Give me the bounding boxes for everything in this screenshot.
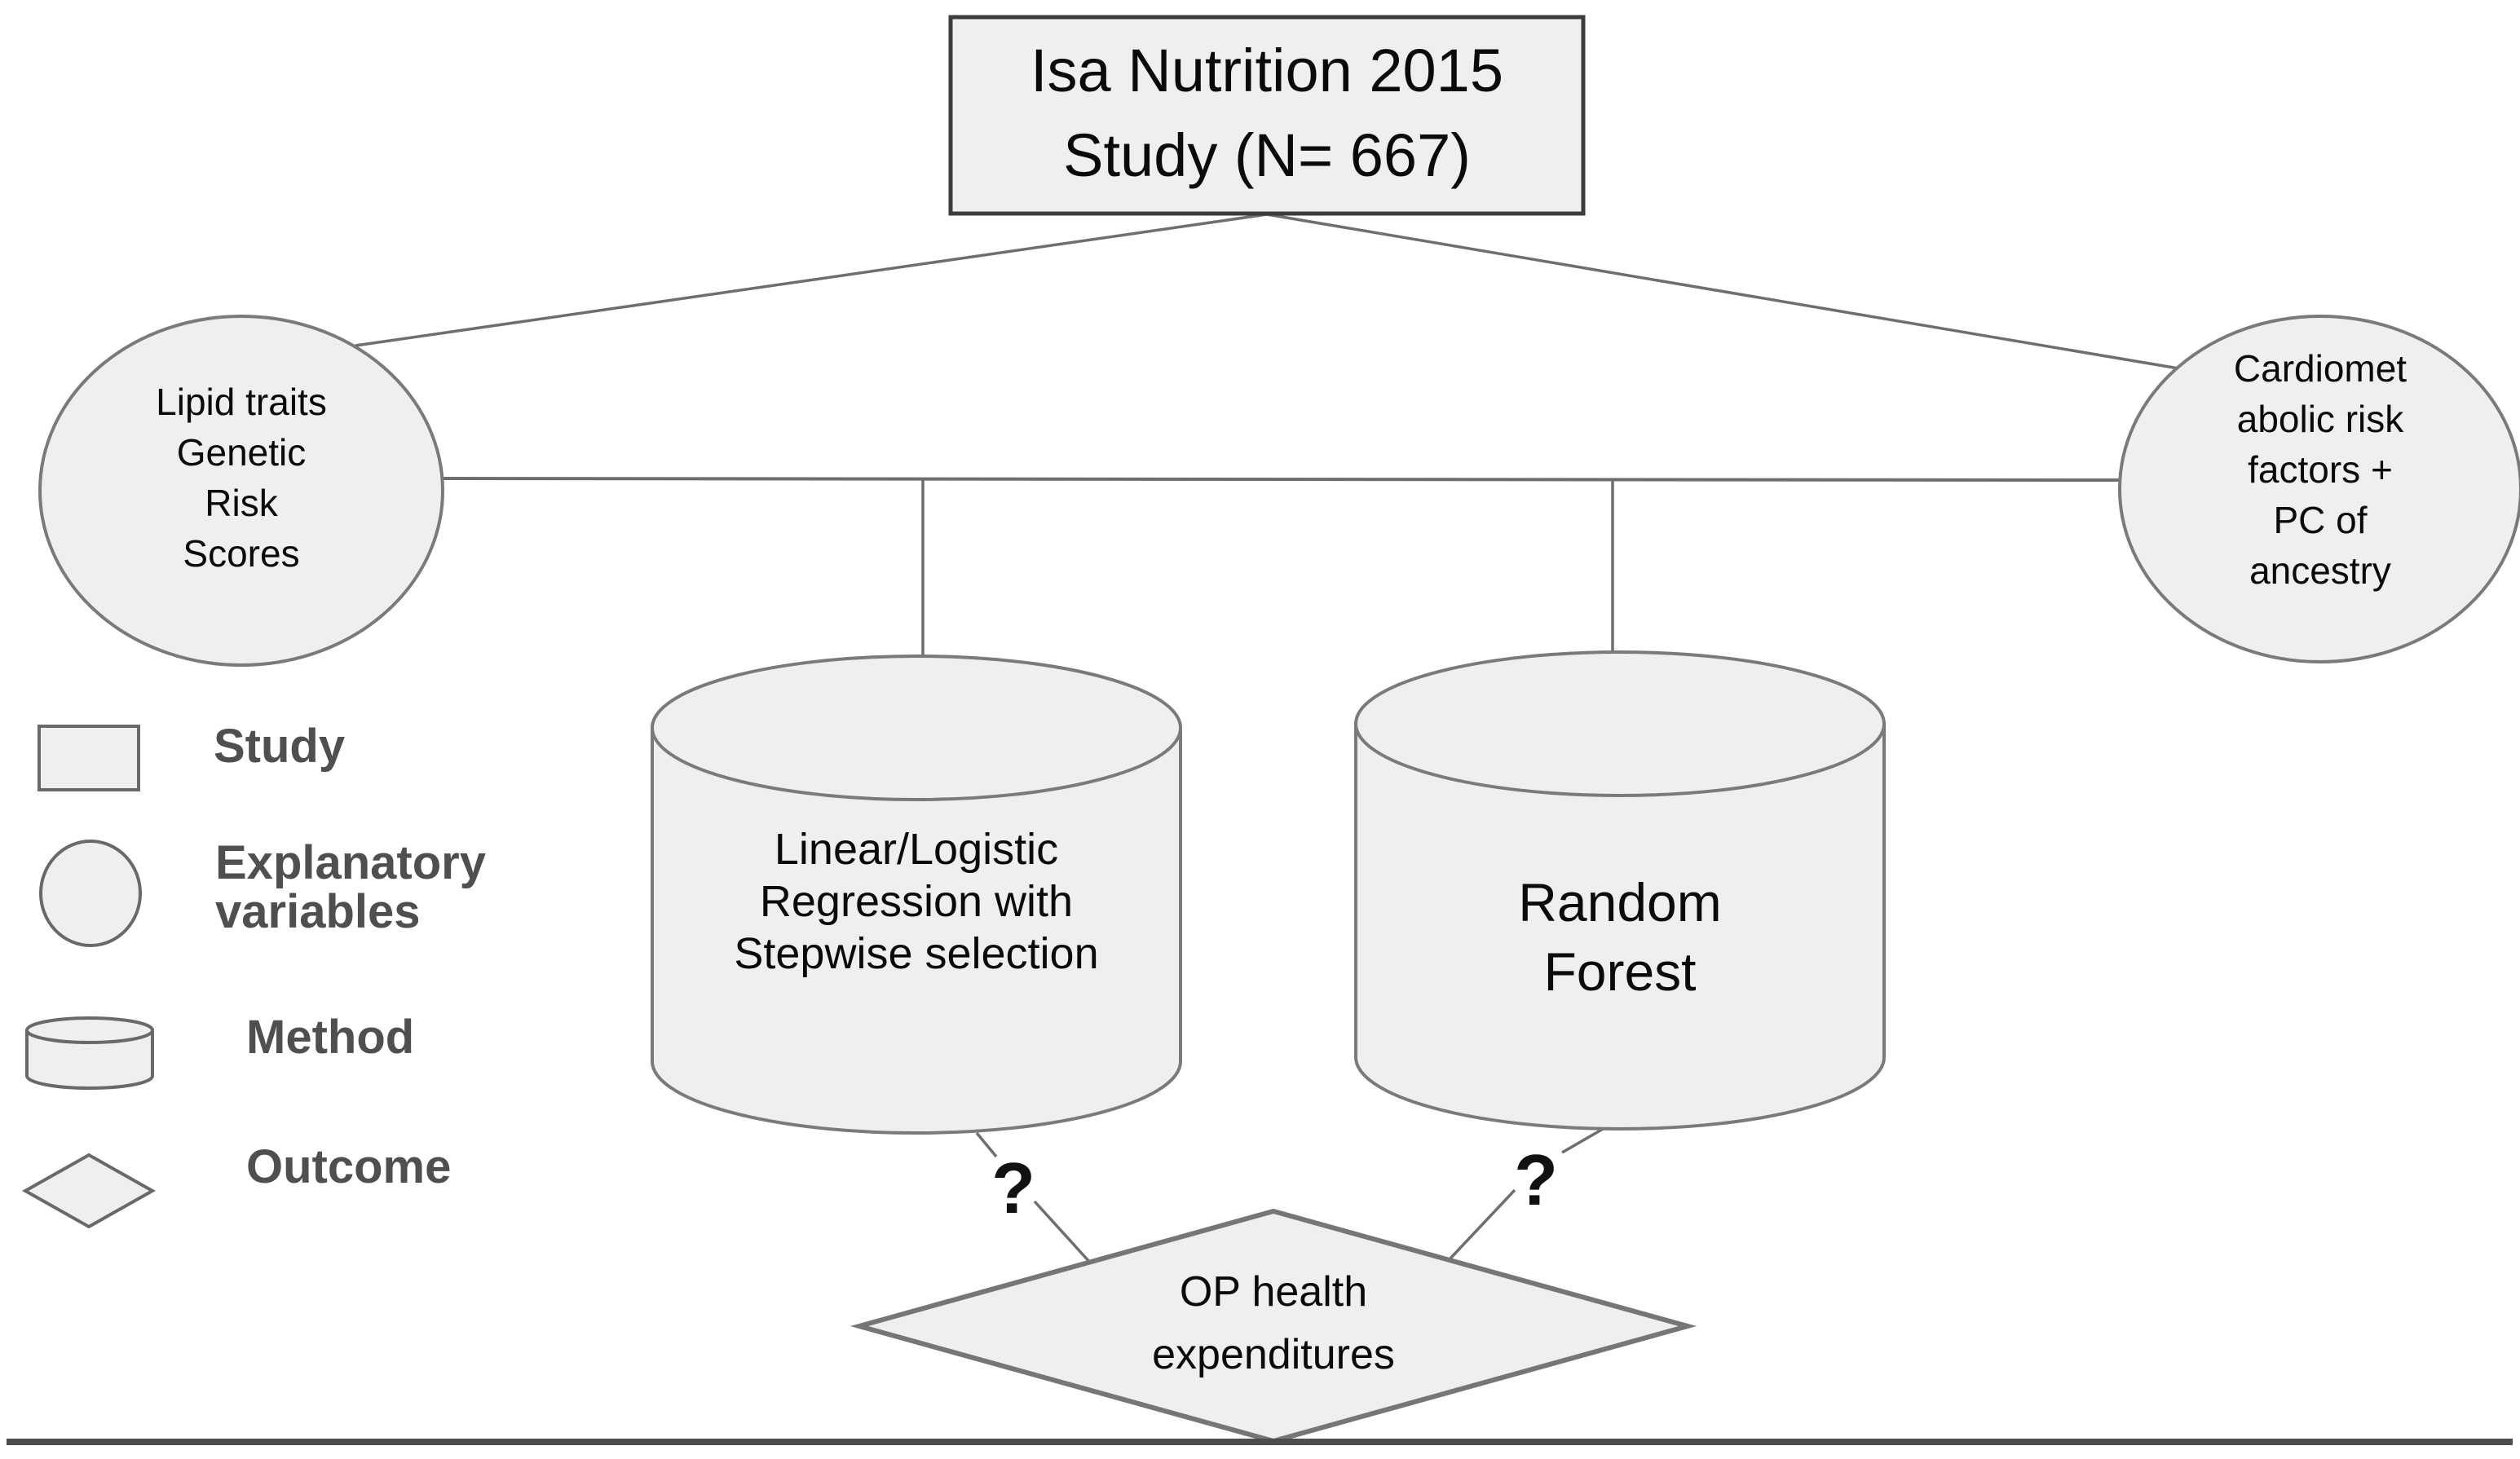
legend-method-label: Method: [246, 1011, 414, 1064]
legend-study-rectangle-icon: [38, 725, 140, 791]
legend-explanatory-label-line1: Explanatory: [215, 836, 486, 889]
left-circle-label-line2: Genetic: [177, 431, 307, 474]
edge-main-horizontal: [441, 477, 2121, 482]
random-forest-cylinder-top: [1354, 650, 1886, 797]
study-box-label-line2: Study (N= 667): [1063, 121, 1471, 189]
regression-cylinder-body: [651, 726, 1182, 1135]
legend-explanatory-label-line2: variables: [215, 885, 421, 938]
random-forest-label-line1: Random: [1518, 872, 1721, 932]
legend-method-cylinder-icon-body: [25, 1029, 154, 1090]
edge-box-to-left-circle: [355, 213, 1268, 347]
left-question-mark: ?: [991, 1148, 1035, 1228]
legend-study-label: Study: [214, 720, 345, 773]
legend-outcome-diamond-icon: [21, 1153, 157, 1229]
right-circle-label-line1: Cardiomet: [2234, 347, 2407, 390]
right-circle-label-line2: abolic risk: [2237, 398, 2405, 440]
outcome-diamond-label-line2: expenditures: [1152, 1331, 1395, 1378]
legend-outcome-label: Outcome: [246, 1140, 451, 1193]
regression-cylinder-label-line1: Linear/Logistic: [775, 825, 1058, 874]
outcome-diamond: [850, 1208, 1697, 1444]
right-question-mark: ?: [1514, 1139, 1558, 1220]
right-circle-label-line4: PC of: [2273, 499, 2367, 541]
right-explanatory-circle: [2118, 315, 2520, 663]
legend-method-cylinder-icon-top: [25, 1016, 154, 1044]
edge-random-forest-to-diamond-upper: [1561, 1126, 1605, 1154]
edge-random-forest-to-diamond-lower: [1447, 1188, 1516, 1262]
study-box-label-line1: Isa Nutrition 2015: [1031, 37, 1503, 104]
left-circle-label-line4: Scores: [183, 532, 299, 575]
right-circle-label-line5: ancestry: [2249, 549, 2391, 592]
random-forest-cylinder-body: [1354, 722, 1886, 1131]
random-forest-label-line2: Forest: [1543, 941, 1696, 1002]
regression-cylinder-label-line2: Regression with: [760, 877, 1073, 926]
outcome-diamond-label-line1: OP health: [1180, 1268, 1367, 1316]
edge-regression-to-diamond-lower: [1033, 1200, 1092, 1265]
regression-cylinder-top: [651, 655, 1182, 801]
edge-regression-to-diamond-upper: [975, 1131, 998, 1158]
left-circle-label-line3: Risk: [205, 482, 278, 524]
right-circle-label-line3: factors +: [2248, 448, 2393, 491]
left-explanatory-circle: [38, 315, 444, 667]
edge-box-to-right-circle: [1266, 213, 2179, 370]
study-box: [948, 15, 1586, 216]
legend-explanatory-circle-icon: [39, 840, 142, 947]
left-circle-label-line1: Lipid traits: [156, 381, 327, 423]
regression-cylinder-label-line3: Stepwise selection: [734, 929, 1098, 978]
